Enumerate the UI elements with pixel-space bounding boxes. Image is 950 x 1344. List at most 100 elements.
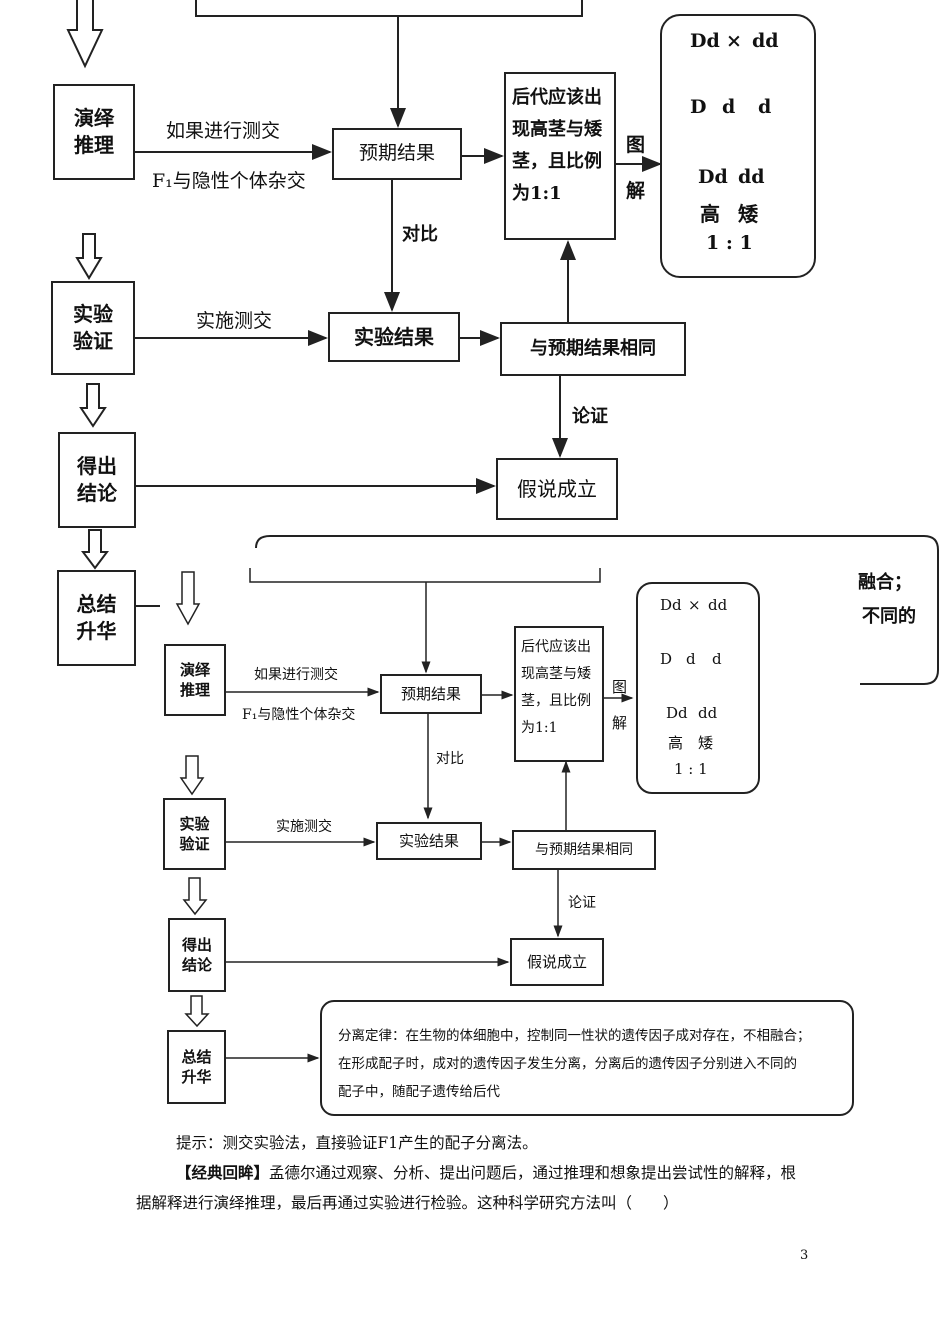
contrast-label: 对比 <box>402 224 438 245</box>
step-conclude-box: 得出结论 <box>58 432 136 528</box>
expected-result-text: 预期结果 <box>358 142 435 165</box>
b-argue-label: 论证 <box>568 895 596 911</box>
same-as-expected-box: 与预期结果相同 <box>500 322 686 376</box>
b-step-summarize-line2: 升华 <box>181 1068 212 1086</box>
step-deduce-box: 演绎推理 <box>53 84 135 180</box>
step-summarize-line1: 总结 <box>76 592 117 616</box>
law-fragment-different: 不同的 <box>862 606 916 627</box>
diagram-cross-sign: × <box>726 30 742 52</box>
b-offspring-line1: 后代应该出 <box>521 639 591 655</box>
b-diagram-gamete-1: D <box>660 650 673 668</box>
b-contrast-label: 对比 <box>436 751 464 767</box>
b-hypothesis-text: 假说成立 <box>526 952 587 971</box>
b-offspring-box: 后代应该出 现高茎与矮 茎，且比例 为1:1 <box>514 626 604 762</box>
step-summarize-line2: 升华 <box>76 619 117 643</box>
b-step-verify-box: 实验验证 <box>163 798 226 870</box>
b-experiment-result-box: 实验结果 <box>376 822 482 860</box>
expected-result-box: 预期结果 <box>332 128 462 180</box>
diagram-phenotype-2: 矮 <box>738 202 758 226</box>
b-step-verify-line1: 实验 <box>179 814 210 833</box>
argue-label: 论证 <box>572 406 608 427</box>
b-law-line-1: 分离定律：在生物的体细胞中，控制同一性状的遗传因子成对存在，不相融合； <box>338 1028 811 1044</box>
experiment-result-text: 实验结果 <box>354 324 434 349</box>
b-law-box <box>320 1000 854 1116</box>
b-step-conclude-line2: 结论 <box>181 956 212 974</box>
diagram-gamete-2: d <box>722 96 736 118</box>
b-step-deduce-box: 演绎推理 <box>164 644 226 716</box>
diagram-gamete-1: D <box>690 96 707 118</box>
classic-paragraph: 【经典回眸】孟德尔通过观察、分析、提出问题后，通过推理和想象提出尝试性的解释，根… <box>136 1158 816 1218</box>
hint-text: 提示：测交实验法，直接验证F1产生的配子分离法。 <box>176 1134 538 1152</box>
b-experiment-result-text: 实验结果 <box>398 831 459 850</box>
b-diagram-parent-1: Dd <box>660 596 682 614</box>
b-offspring-line2: 现高茎与矮 <box>521 666 591 682</box>
b-expected-result-box: 预期结果 <box>380 674 482 714</box>
diagram-offspring-1: Dd <box>698 166 728 188</box>
step-conclude-line1: 得出 <box>77 454 117 478</box>
step-verify-box: 实验验证 <box>51 281 135 375</box>
b-offspring-line3: 茎，且比例 <box>521 693 591 709</box>
b-diagram-phenotype-1: 高 <box>668 734 684 752</box>
b-step-verify-line2: 验证 <box>179 835 210 853</box>
b-step-summarize-line1: 总结 <box>181 1047 212 1066</box>
step-verify-line1: 实验 <box>73 302 113 326</box>
b-same-as-expected-text: 与预期结果相同 <box>535 841 633 858</box>
b-diagram-ratio: 1 : 1 <box>674 760 708 778</box>
b-law-line-2: 在形成配子时，成对的遗传因子发生分离，分离后的遗传因子分别进入不同的 <box>338 1056 797 1072</box>
b-if-testcross-label: 如果进行测交 <box>254 667 338 683</box>
diagram-gamete-3: d <box>758 96 772 118</box>
experiment-result-box: 实验结果 <box>328 312 460 362</box>
b-hypothesis-box: 假说成立 <box>510 938 604 986</box>
diagram-word-2: 解 <box>626 180 646 202</box>
step-conclude-line2: 结论 <box>77 481 117 505</box>
diagram-ratio: 1 : 1 <box>706 232 753 254</box>
b-offspring-line4: 为1:1 <box>521 720 558 736</box>
b-diagram-offspring-2: dd <box>698 704 718 722</box>
step-summarize-box: 总结升华 <box>57 570 136 666</box>
b-step-deduce-line1: 演绎 <box>179 660 210 679</box>
diagram-phenotype-1: 高 <box>700 202 720 226</box>
diagram-word-1: 图 <box>626 134 646 156</box>
b-step-deduce-line2: 推理 <box>179 681 210 699</box>
diagram-parent-1: Dd <box>690 30 720 52</box>
hypothesis-box: 假说成立 <box>496 458 618 520</box>
b-diagram-word-2: 解 <box>612 714 628 732</box>
offspring-line3: 茎，且比例 <box>512 151 602 172</box>
b-step-conclude-box: 得出结论 <box>168 918 226 992</box>
classic-tag: 【经典回眸】 <box>176 1163 270 1182</box>
classic-line1: 孟德尔通过观察、分析、提出问题后，通过推理和想象提出尝试性的解释，根 <box>269 1164 797 1182</box>
b-expected-result-text: 预期结果 <box>400 684 461 703</box>
b-step-summarize-box: 总结升华 <box>167 1030 226 1104</box>
step-verify-line2: 验证 <box>73 329 113 353</box>
b-genetic-diagram-box <box>636 582 760 794</box>
offspring-line1: 后代应该出 <box>512 87 602 108</box>
offspring-line4: 为1:1 <box>512 183 562 204</box>
same-as-expected-text: 与预期结果相同 <box>530 337 656 359</box>
b-diagram-parent-2: dd <box>708 596 728 614</box>
b-diagram-gamete-2: d <box>686 650 696 668</box>
offspring-box: 后代应该出 现高茎与矮 茎，且比例 为1:1 <box>504 72 616 240</box>
do-testcross-label: 实施测交 <box>196 310 273 332</box>
if-testcross-label: 如果进行测交 <box>166 120 281 142</box>
page-number: 3 <box>800 1248 809 1263</box>
b-f1-cross-label: F₁与隐性个体杂交 <box>242 707 356 723</box>
diagram-parent-2: dd <box>752 30 779 52</box>
b-diagram-phenotype-2: 矮 <box>698 734 714 752</box>
step-deduce-line2: 推理 <box>74 133 114 157</box>
f1-cross-label: F₁与隐性个体杂交 <box>152 170 306 192</box>
classic-line2: 据解释进行演绎推理，最后再通过实验进行检验。这种科学研究方法叫（ ） <box>136 1194 679 1212</box>
b-law-line-3: 配子中，随配子遗传给后代 <box>338 1084 500 1100</box>
step-deduce-line1: 演绎 <box>74 106 114 130</box>
b-same-as-expected-box: 与预期结果相同 <box>512 830 656 870</box>
b-diagram-word-1: 图 <box>612 678 628 696</box>
b-diagram-cross-sign: × <box>688 596 701 614</box>
b-do-testcross-label: 实施测交 <box>276 819 332 835</box>
offspring-line2: 现高茎与矮 <box>512 119 602 140</box>
diagram-offspring-2: dd <box>738 166 765 188</box>
genetic-diagram-box <box>660 14 816 278</box>
law-fragment-merge: 融合； <box>858 572 912 593</box>
hypothesis-text: 假说成立 <box>517 476 597 501</box>
b-diagram-gamete-3: d <box>712 650 722 668</box>
b-diagram-offspring-1: Dd <box>666 704 688 722</box>
b-step-conclude-line1: 得出 <box>181 935 212 954</box>
